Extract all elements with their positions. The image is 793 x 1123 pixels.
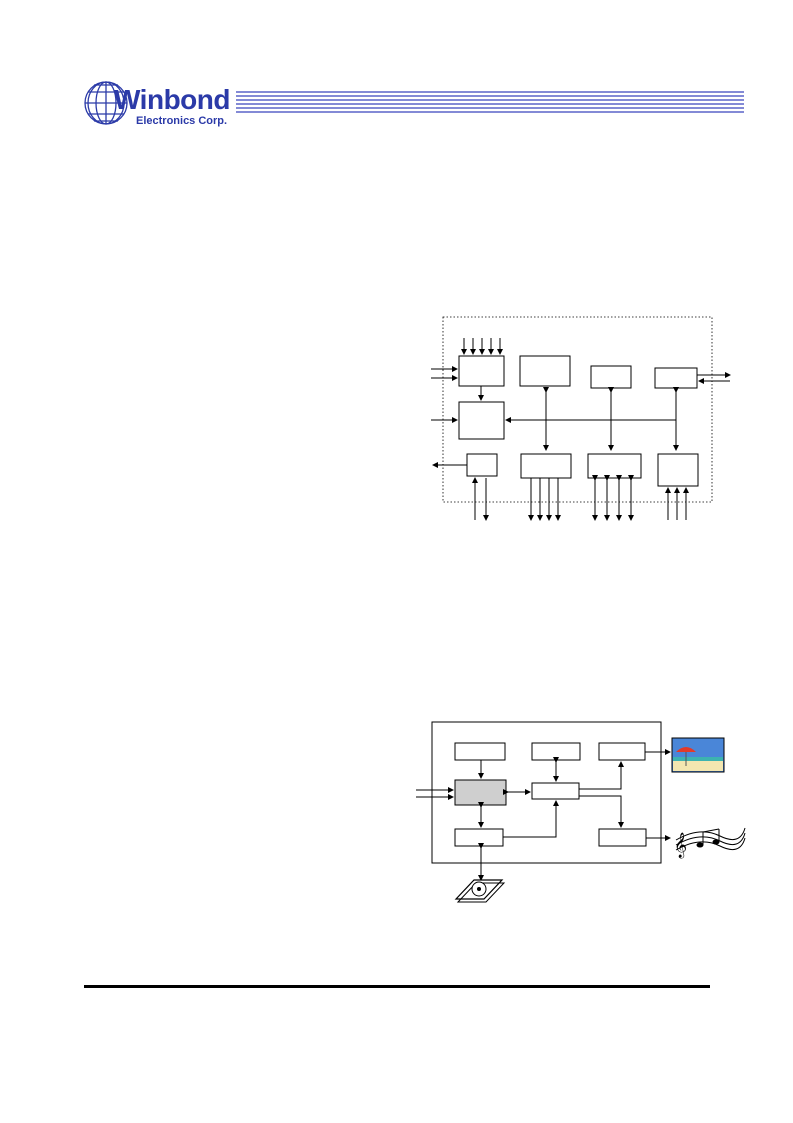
logo-subtitle: Electronics Corp. [136,115,228,127]
block-bottom-4 [657,453,699,487]
app-block-top-3 [598,742,646,761]
picture-display-icon [671,737,725,773]
block-core [458,401,505,440]
app-block-bottom-right [598,828,647,847]
footer-divider [84,985,710,988]
app-block-top-2 [531,742,581,761]
music-notes-icon: 𝄞 [674,827,746,858]
winbond-logo: Winbond Electronics Corp. [84,76,746,134]
app-block-controller [454,779,507,806]
app-block-top-1 [454,742,506,761]
cd-disc-icon [454,879,506,903]
chip-boundary [442,316,713,503]
winbond-globe-icon [84,81,744,125]
logo-wordmark: Winbond [114,84,230,115]
block-top-2 [519,355,571,387]
app-block-bottom-left [454,828,504,847]
block-bottom-2 [520,453,572,479]
app-block-middle [531,782,580,800]
svg-text:𝄞: 𝄞 [674,832,687,858]
block-bottom-3 [587,453,642,479]
